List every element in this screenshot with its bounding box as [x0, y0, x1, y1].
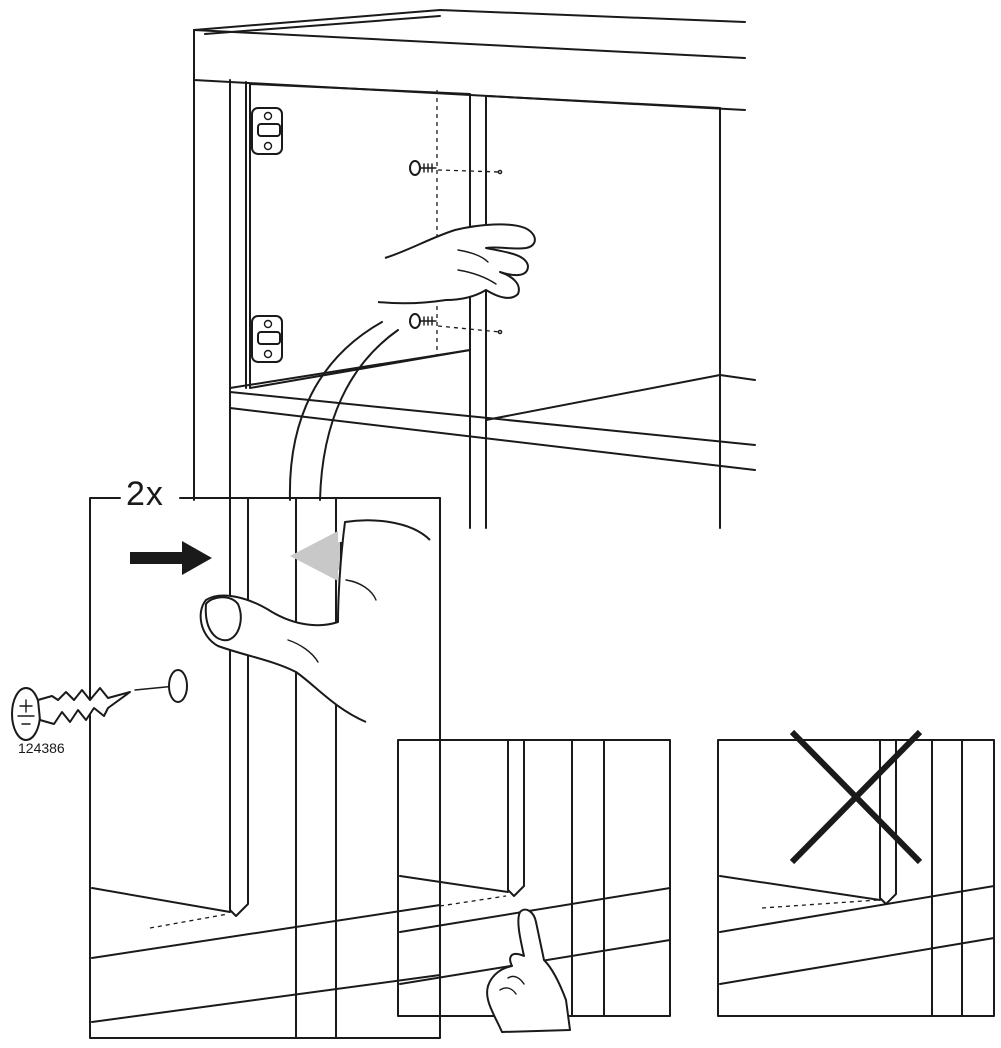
cabinet-top-front-edge	[193, 29, 746, 59]
cabinet-overview	[193, 9, 756, 529]
screw-icon	[11, 669, 188, 741]
pointing-hand-icon	[486, 908, 571, 1033]
zoom-connector-right	[319, 329, 399, 501]
hand-reaching-icon	[377, 223, 536, 305]
hinge-bottom-icon	[251, 315, 283, 363]
correct-result-panel	[397, 739, 671, 1033]
cross-icon	[789, 729, 923, 865]
correct-shelf-guide	[439, 895, 507, 907]
detail-panel	[11, 497, 441, 1039]
correct-door-edge	[507, 739, 525, 897]
shelf-top	[91, 904, 441, 959]
correct-shelf-top	[399, 887, 671, 933]
screw-top-icon	[409, 160, 503, 176]
zoom-connector-left	[288, 321, 383, 501]
part-number: 124386	[18, 740, 65, 756]
shelf-front-bottom	[229, 407, 756, 471]
cabinet-top-back-edge	[193, 9, 746, 31]
door-bottom	[91, 887, 231, 913]
shelf-guide	[149, 913, 229, 929]
hand-pressing-icon	[199, 519, 431, 723]
incorrect-door-bottom	[719, 875, 881, 901]
cabinet-top-inner-edge	[204, 15, 441, 35]
hinge-top-icon	[251, 107, 283, 155]
shelf-back-right	[485, 374, 756, 421]
incorrect-shelf-guide	[761, 899, 879, 909]
shelf-back-left	[229, 349, 471, 389]
quantity-label: 2x	[122, 474, 168, 514]
shelf-front-top	[229, 391, 756, 446]
arrow-right-icon	[130, 541, 212, 575]
incorrect-shelf-top	[719, 885, 995, 933]
incorrect-shelf-bottom	[719, 937, 995, 985]
incorrect-frame	[717, 739, 995, 1017]
shelf-bottom	[91, 974, 441, 1023]
incorrect-result-panel	[717, 729, 995, 1017]
door-edge	[229, 497, 249, 917]
screw-bottom-icon	[409, 313, 503, 335]
correct-door-bottom	[399, 875, 509, 893]
